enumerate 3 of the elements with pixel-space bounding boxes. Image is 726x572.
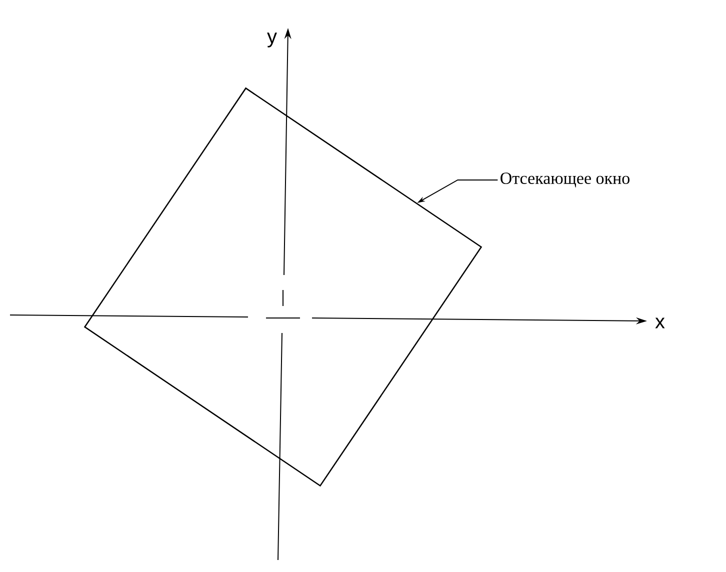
callout-text: Отсекающее окно [500,172,630,188]
axis-label: y [267,32,277,48]
axis-label: x [655,318,665,328]
